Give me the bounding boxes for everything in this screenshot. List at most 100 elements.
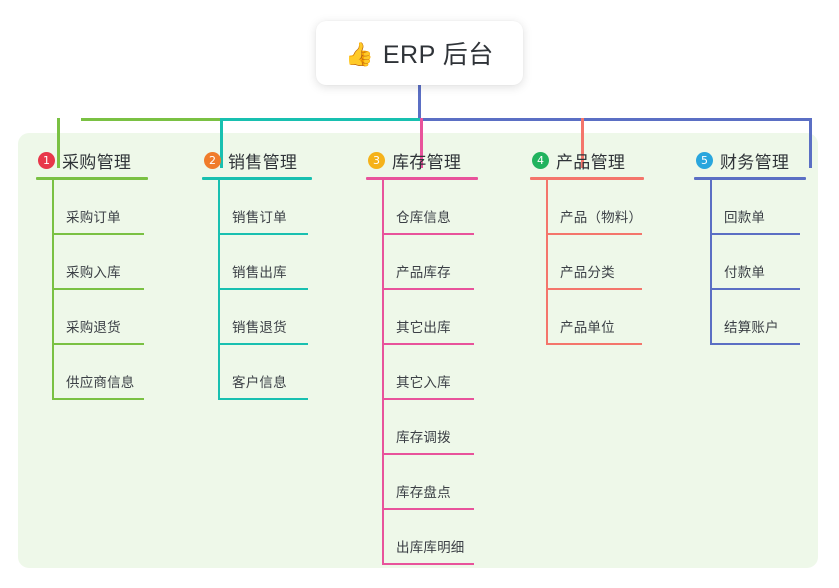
leaf-item[interactable]: 仓库信息	[382, 180, 478, 235]
column-4: 4 产品管理产品（物料） 产品分类产品单位	[530, 148, 644, 345]
leaf-label: 销售出库	[232, 265, 287, 280]
leaf-label: 产品库存	[396, 265, 451, 280]
leaf-item[interactable]: 采购退货	[52, 290, 148, 345]
leaf-item[interactable]: 出库库明细	[382, 510, 478, 565]
column-badge-3: 3	[368, 151, 385, 169]
column-underline-3	[366, 177, 478, 180]
column-underline-5	[694, 177, 806, 180]
leaf-underline	[52, 398, 144, 400]
column-badge-2: 2	[204, 151, 221, 169]
leaf-item[interactable]: 产品（物料）	[546, 180, 644, 235]
leaf-item[interactable]: 采购订单	[52, 180, 148, 235]
leaf-label: 客户信息	[232, 375, 287, 390]
leaf-list-4: 产品（物料） 产品分类产品单位	[530, 180, 644, 345]
leaf-item[interactable]: 其它出库	[382, 290, 478, 345]
bus-segment-2	[220, 118, 420, 121]
column-title-3: 库存管理	[392, 152, 462, 172]
leaf-underline	[382, 288, 474, 290]
column-header-3[interactable]: 3 库存管理	[366, 148, 478, 172]
leaf-label: 库存盘点	[396, 485, 451, 500]
root-title: ERP 后台	[382, 41, 494, 69]
leaf-spine-4	[546, 180, 548, 345]
leaf-item[interactable]: 销售退货	[218, 290, 312, 345]
leaf-underline	[382, 453, 474, 455]
leaf-label: 付款单	[724, 265, 766, 280]
leaf-label: 供应商信息	[66, 375, 135, 390]
leaf-underline	[382, 233, 474, 235]
column-badge-4: 4	[532, 151, 549, 169]
leaf-underline	[52, 288, 144, 290]
leaf-list-1: 采购订单采购入库采购退货供应商信息	[36, 180, 148, 400]
leaf-item[interactable]: 销售出库	[218, 235, 312, 290]
leaf-underline	[52, 233, 144, 235]
leaf-label: 销售退货	[232, 320, 287, 335]
leaf-label: 其它入库	[396, 375, 451, 390]
leaf-list-3: 仓库信息产品库存其它出库其它入库库存调拨库存盘点出库库明细	[366, 180, 478, 565]
leaf-item[interactable]: 客户信息	[218, 345, 312, 400]
leaf-underline	[710, 343, 800, 345]
leaf-underline	[218, 233, 308, 235]
leaf-label: 回款单	[724, 210, 766, 225]
leaf-underline	[710, 233, 800, 235]
leaf-item[interactable]: 销售订单	[218, 180, 312, 235]
leaf-underline	[546, 343, 642, 345]
column-header-2[interactable]: 2 销售管理	[202, 148, 312, 172]
leaf-underline	[218, 343, 308, 345]
leaf-underline	[218, 398, 308, 400]
leaf-label: 其它出库	[396, 320, 451, 335]
leaf-spine-2	[218, 180, 220, 400]
column-title-4: 产品管理	[556, 152, 626, 172]
column-badge-1: 1	[38, 151, 55, 169]
column-3: 3 库存管理仓库信息产品库存其它出库其它入库库存调拨库存盘点出库库明细	[366, 148, 478, 565]
leaf-label: 产品单位	[560, 320, 615, 335]
leaf-label: 出库库明细	[396, 540, 465, 555]
column-underline-2	[202, 177, 312, 180]
column-badge-5: 5	[696, 151, 713, 169]
leaf-item[interactable]: 供应商信息	[52, 345, 148, 400]
leaf-label: 仓库信息	[396, 210, 451, 225]
leaf-item[interactable]: 其它入库	[382, 345, 478, 400]
column-underline-1	[36, 177, 148, 180]
leaf-underline	[382, 398, 474, 400]
leaf-item[interactable]: 付款单	[710, 235, 806, 290]
leaf-spine-5	[710, 180, 712, 345]
leaf-label: 产品分类	[560, 265, 615, 280]
leaf-item[interactable]: 产品库存	[382, 235, 478, 290]
bus-segment-1	[81, 118, 220, 121]
root-node[interactable]: 👍 ERP 后台	[316, 21, 523, 85]
leaf-item[interactable]: 结算账户	[710, 290, 806, 345]
leaf-spine-3	[382, 180, 384, 565]
column-header-4[interactable]: 4 产品管理	[530, 148, 644, 172]
column-underline-4	[530, 177, 644, 180]
leaf-underline	[710, 288, 800, 290]
leaf-item[interactable]: 产品单位	[546, 290, 644, 345]
diagram-panel	[18, 133, 818, 568]
bus-segment-3	[420, 118, 809, 121]
leaf-underline	[546, 288, 642, 290]
leaf-label: 结算账户	[724, 320, 779, 335]
leaf-list-2: 销售订单销售出库销售退货客户信息	[202, 180, 312, 400]
leaf-label: 采购退货	[66, 320, 121, 335]
column-header-5[interactable]: 5 财务管理	[694, 148, 806, 172]
root-stem	[418, 85, 421, 121]
leaf-label: 采购订单	[66, 210, 121, 225]
leaf-underline	[382, 563, 474, 565]
leaf-item[interactable]: 产品分类	[546, 235, 644, 290]
leaf-list-5: 回款单付款单结算账户	[694, 180, 806, 345]
leaf-underline	[218, 288, 308, 290]
leaf-item[interactable]: 库存调拨	[382, 400, 478, 455]
leaf-item[interactable]: 采购入库	[52, 235, 148, 290]
leaf-spine-1	[52, 180, 54, 400]
leaf-label: 采购入库	[66, 265, 121, 280]
column-title-5: 财务管理	[720, 152, 790, 172]
leaf-label: 销售订单	[232, 210, 287, 225]
leaf-label: 库存调拨	[396, 430, 451, 445]
leaf-item[interactable]: 库存盘点	[382, 455, 478, 510]
leaf-underline	[382, 508, 474, 510]
leaf-item[interactable]: 回款单	[710, 180, 806, 235]
column-title-2: 销售管理	[228, 152, 298, 172]
thumbs-up-icon: 👍	[345, 40, 374, 67]
